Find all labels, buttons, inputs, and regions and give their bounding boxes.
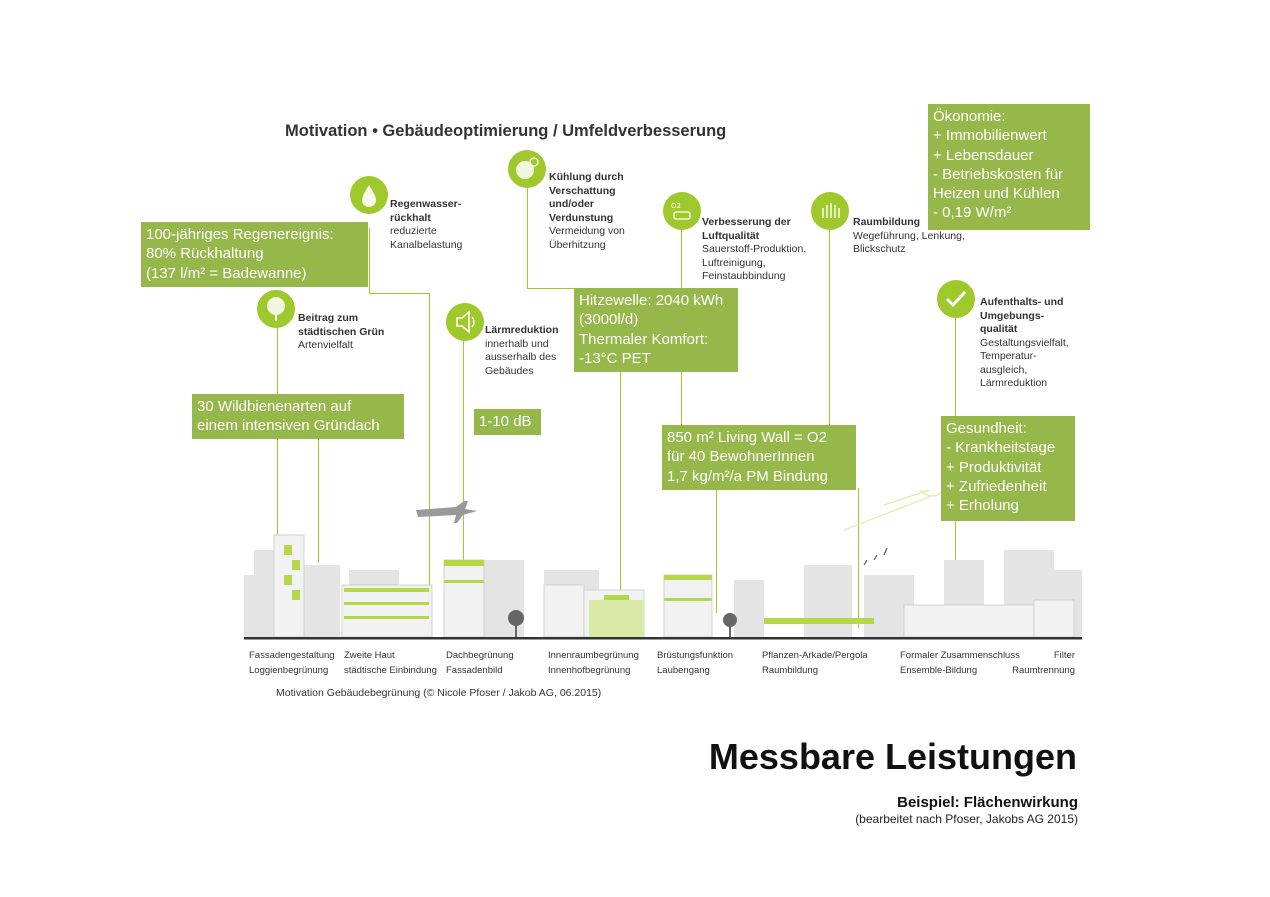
space-icon bbox=[811, 192, 849, 230]
diagram-credit: Motivation Gebäudebegrünung (© Nicole Pf… bbox=[276, 687, 602, 699]
connector-line bbox=[277, 326, 278, 626]
sun-leaf-icon bbox=[508, 150, 546, 188]
connector-line bbox=[369, 228, 370, 293]
health-box: Gesundheit: - Krankheitstage + Produktiv… bbox=[941, 416, 1075, 521]
benefit-label-cooling: Kühlung durch Verschattung und/oder Verd… bbox=[549, 171, 625, 251]
slide-subheading: Beispiel: Flächenwirkung bbox=[897, 794, 1078, 811]
tree-icon bbox=[257, 290, 295, 328]
city-skyline-illustration bbox=[244, 490, 1082, 640]
connector-line bbox=[829, 230, 830, 425]
air-quality-icon: O2 bbox=[663, 192, 701, 230]
slide-heading: Messbare Leistungen bbox=[708, 736, 1077, 777]
living-wall-box: 850 m² Living Wall = O2 für 40 BewohnerI… bbox=[662, 425, 856, 490]
benefit-label-space: Raumbildung Wegeführung, Lenkung, Blicks… bbox=[853, 216, 965, 255]
rain-event-box: 100-jähriges Regenereignis: 80% Rückhalt… bbox=[141, 222, 368, 287]
heatwave-box: Hitzewelle: 2040 kWh (3000l/d) Thermaler… bbox=[574, 288, 738, 372]
connector-line bbox=[369, 293, 429, 294]
benefit-label-rainwater: Regenwasser-rückhalt reduzierte Kanalbel… bbox=[390, 198, 463, 251]
benefit-label-air: Verbesserung der Luftqualität Sauerstoff… bbox=[702, 216, 807, 282]
connector-line bbox=[527, 188, 528, 288]
speaker-icon bbox=[446, 303, 484, 341]
water-drop-icon bbox=[350, 176, 388, 214]
economy-box: Ökonomie: + Immobilienwert + Lebensdauer… bbox=[928, 104, 1090, 230]
connector-line bbox=[318, 438, 319, 563]
noise-db-box: 1-10 dB bbox=[474, 409, 541, 435]
connector-line bbox=[716, 488, 717, 613]
svg-text:O2: O2 bbox=[671, 202, 681, 210]
slide-source: (bearbeitet nach Pfoser, Jakobs AG 2015) bbox=[855, 812, 1078, 826]
benefit-label-noise: Lärmreduktion innerhalb und ausserhalb d… bbox=[485, 324, 559, 377]
wild-bees-box: 30 Wildbienenarten auf einem intensiven … bbox=[192, 394, 404, 439]
checkmark-icon bbox=[937, 280, 975, 318]
connector-line bbox=[463, 340, 464, 590]
connector-line bbox=[620, 372, 621, 590]
connector-line bbox=[858, 488, 859, 628]
benefit-label-quality: Aufenthalts- und Umgebungs-qualität Gest… bbox=[980, 296, 1069, 389]
benefit-label-green: Beitrag zum städtischen Grün Artenvielfa… bbox=[298, 312, 385, 351]
diagram-title: Motivation • Gebäudeoptimierung / Umfeld… bbox=[285, 122, 727, 140]
connector-line bbox=[527, 288, 577, 289]
connector-line bbox=[429, 293, 430, 593]
